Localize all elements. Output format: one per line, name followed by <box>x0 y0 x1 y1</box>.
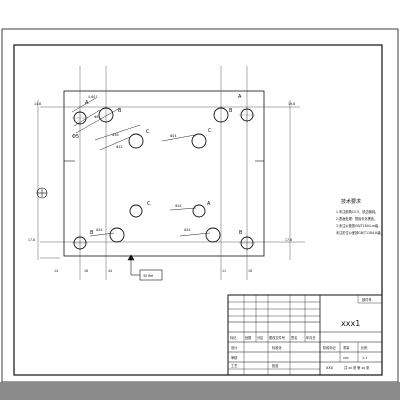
dim-hole-b-sub: Φ12 <box>116 145 123 149</box>
process-label: 工艺 <box>231 363 237 368</box>
hole-d <box>192 204 206 218</box>
dim-hole-b: Φ18 <box>112 133 119 137</box>
material: xxx <box>326 365 334 370</box>
approve-label: 批准 <box>272 363 279 368</box>
notes-title: 技术要求 <box>341 198 361 205</box>
notes-line: 未注形位公差按GB/T1184-K级。 <box>336 230 384 235</box>
notes-line: 2.表面处理：阳极氧化黑色。 <box>336 216 377 221</box>
notes-line: 1.未注倒角C0.5，锐边倒钝。 <box>336 209 378 214</box>
flag-text: Φ5 <box>72 134 79 140</box>
dim-hole-d: Φ14 <box>184 228 191 232</box>
dim-left-bottom: 17.8 <box>28 238 35 242</box>
detail-box-text: 30 Ref <box>143 274 154 278</box>
dim-hole-c: Φ24 <box>170 134 177 138</box>
dimension-lines <box>37 66 305 280</box>
part-outline <box>63 90 265 257</box>
hole-d <box>109 227 125 243</box>
hole-b <box>213 107 229 123</box>
notes-line: 3.未注公差按GB/T1804-m级， <box>336 223 381 228</box>
leader-lines <box>71 97 211 237</box>
design-label: 设计 <box>231 345 238 350</box>
datum-symbol <box>36 187 48 199</box>
title-block <box>227 294 383 376</box>
dim-bottom-2: 18 <box>84 269 88 273</box>
dim-right-top: 19.8 <box>288 102 295 106</box>
row-label: 处数 <box>245 335 252 340</box>
check-label: 审核 <box>231 355 238 360</box>
dim-hole-a: 4-Φ11 <box>88 95 98 99</box>
hole-b <box>98 107 114 123</box>
hole-label-a: A <box>238 94 242 100</box>
hole-label-b: B <box>118 108 122 114</box>
hole-label-c: C <box>208 128 212 134</box>
dim-bottom-3: 44 <box>108 269 112 273</box>
taskbar <box>0 382 400 400</box>
row-label: 分区 <box>257 335 264 340</box>
hole-label-b: B <box>90 230 94 236</box>
detail-box <box>139 269 163 281</box>
sheet-border-inner <box>13 44 383 376</box>
sheet-count: 共 xx 张 第 xx 张 <box>344 365 370 370</box>
hole-c <box>128 133 144 149</box>
row-label: 更改文件号 <box>269 335 285 340</box>
scale-value: 1:1 <box>362 356 367 360</box>
hole-label-b: B <box>239 230 243 236</box>
hole-label-a: A <box>85 100 89 106</box>
corner-code: 部件号 <box>362 297 372 302</box>
hole-label-c: C <box>146 129 150 135</box>
drawing-number: xxx1 <box>341 319 360 328</box>
scale-label: 比例 <box>361 345 367 350</box>
hole-d <box>205 227 221 243</box>
dim-hole-d: Φ14 <box>175 204 182 208</box>
stage-label: 阶段标记 <box>323 345 337 350</box>
dim-bottom-5: 16 <box>248 269 252 273</box>
dim-hole-a-sub: Φ5 <box>94 115 99 119</box>
dim-bottom-1: 14 <box>54 269 58 273</box>
row-label: 标记 <box>230 335 237 340</box>
hole-d <box>129 204 143 218</box>
center-marks <box>72 107 255 251</box>
dim-hole-d: Φ14 <box>96 228 103 232</box>
dim-right-bottom: 17.6 <box>285 238 292 242</box>
hole-label-a: A <box>207 201 211 207</box>
row-label: 年月日 <box>306 335 316 340</box>
weight-value: xxx <box>343 356 349 360</box>
view-arrow <box>127 254 140 276</box>
standard-label: 标准化 <box>272 345 282 350</box>
hole-label-c: C <box>147 201 151 207</box>
hole-c <box>191 133 207 149</box>
dim-bottom-4: 11 <box>222 269 226 273</box>
weight-label: 重量 <box>343 345 350 350</box>
hole-label-b: B <box>229 108 233 114</box>
row-label: 签名 <box>291 335 297 340</box>
dim-left-top: 14.8 <box>34 102 41 106</box>
